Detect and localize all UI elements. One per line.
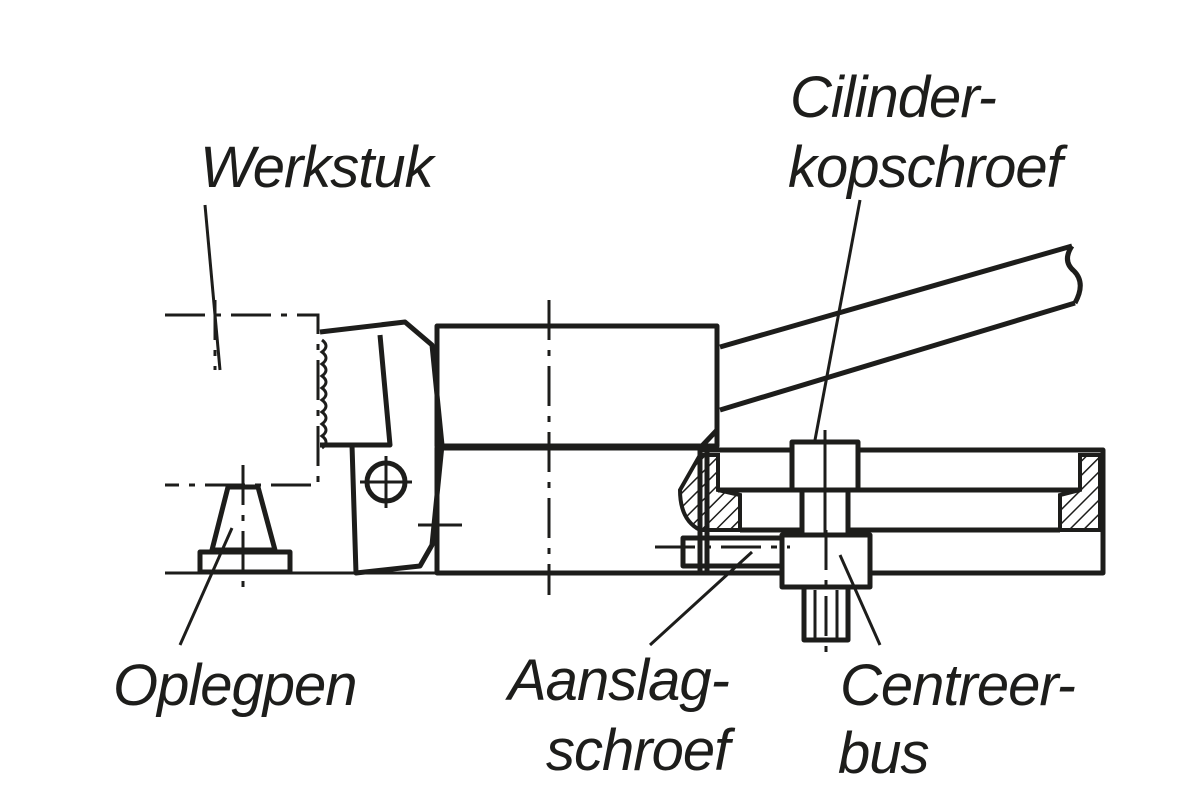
label-centering-bush-2: bus — [838, 721, 929, 786]
label-socket-screw-1: Cilinder- — [790, 65, 997, 130]
clamp-lever — [719, 243, 1083, 413]
workpiece-outline — [165, 300, 320, 487]
leader-lines — [178, 199, 882, 647]
base-plate — [677, 447, 1106, 576]
support-pin — [197, 465, 293, 590]
socket-head-screw — [789, 430, 861, 540]
label-centering-bush-1: Centreer- — [840, 653, 1076, 718]
label-workpiece: Werkstuk — [200, 135, 437, 200]
label-stop-screw-1: Aanslag- — [505, 648, 730, 713]
label-stop-screw-2: schroef — [546, 718, 736, 783]
label-socket-screw-2: kopschroef — [788, 135, 1069, 200]
stop-screw — [655, 535, 790, 569]
clamp-jaw — [319, 319, 462, 576]
clamp-body — [434, 300, 720, 595]
centering-bush — [779, 530, 873, 655]
label-support-pin: Oplegpen — [113, 653, 357, 718]
